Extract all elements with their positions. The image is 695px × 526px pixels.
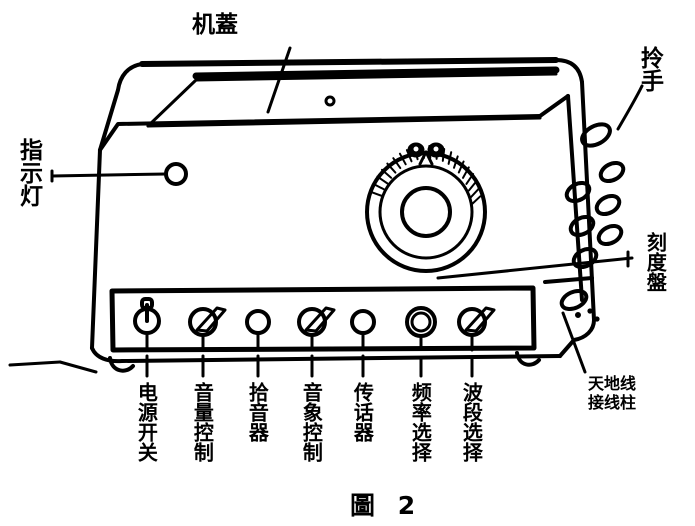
callout-terminals-label-line2: 接线柱 <box>588 393 637 412</box>
front-face-top-edge <box>98 94 570 152</box>
side-vent-slots <box>559 122 626 312</box>
terminal-posts <box>575 308 600 322</box>
control-tone-knob <box>297 306 336 350</box>
machine-lid <box>146 66 560 128</box>
cabinet-outline <box>90 57 596 364</box>
control-volume-knob <box>188 306 227 350</box>
callout-dial-scale-label: 刻度盤 <box>643 232 668 292</box>
leader-lines <box>50 46 644 374</box>
control-label-volume-control: 音量控制 <box>190 382 215 462</box>
lid-screw-icon <box>324 95 336 107</box>
control-band-selector <box>457 306 496 352</box>
control-label-stems <box>145 354 474 378</box>
control-label-power-switch: 电源开关 <box>134 382 159 462</box>
cabinet-feet <box>108 351 541 373</box>
callout-handle-label: 拎手 <box>636 46 663 92</box>
control-label-microphone: 传话器 <box>350 382 375 442</box>
control-label-phono-pickup: 拾音器 <box>245 382 270 442</box>
control-microphone-socket <box>350 309 376 350</box>
control-label-tone-control: 音象控制 <box>299 382 324 462</box>
callout-indicator-lamp-label: 指示灯 <box>15 138 42 207</box>
indicator-lamp-icon <box>164 162 188 186</box>
control-power-switch <box>133 297 161 350</box>
control-label-frequency-selector: 频率选择 <box>408 382 433 462</box>
callout-lid-label: 机蓋 <box>192 12 238 38</box>
control-phono-socket <box>245 309 271 350</box>
control-frequency-selector <box>405 306 437 351</box>
control-label-band-selector: 波段选择 <box>459 382 484 462</box>
callout-terminals-label-line1: 天地线 <box>588 374 637 393</box>
label-baseline <box>8 360 98 374</box>
dial-pointer <box>407 142 445 166</box>
control-panel-plate <box>109 285 537 353</box>
figure-caption: 圖 2 <box>350 491 423 520</box>
